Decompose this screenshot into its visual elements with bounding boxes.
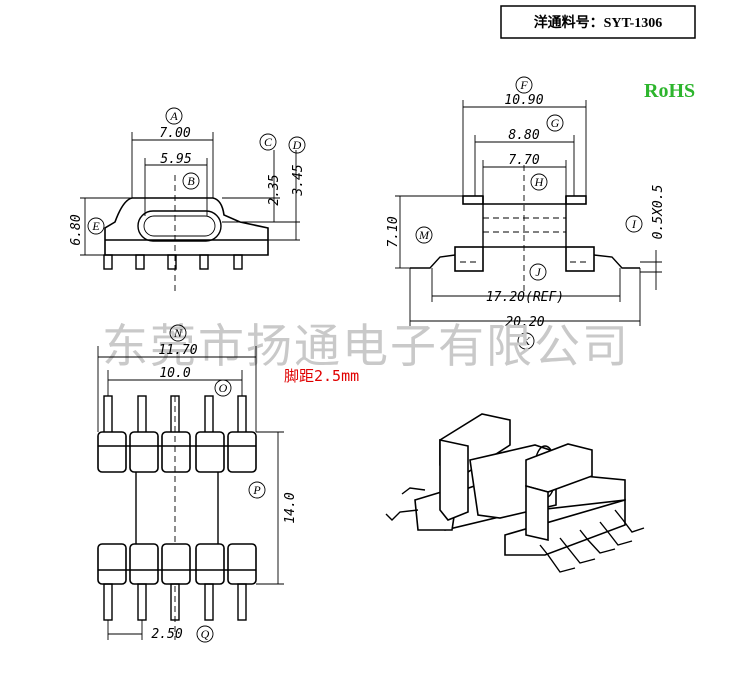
label-f: F	[519, 78, 528, 92]
label-e-circle	[87, 217, 105, 235]
dim-b: 5.95	[160, 152, 191, 167]
label-h-circle	[530, 173, 548, 191]
dim-a: 7.00	[159, 126, 190, 141]
part-number-box	[500, 5, 696, 39]
label-a-circle	[165, 107, 183, 125]
dim-h: 7.70	[508, 153, 539, 168]
dim-k: 20.20	[505, 315, 544, 330]
label-i: I	[631, 217, 637, 231]
label-b-circle	[182, 172, 200, 190]
label-d-circle	[288, 136, 306, 154]
dim-m: 7.10	[386, 216, 401, 247]
label-k: K	[521, 334, 531, 348]
part-number: 洋通料号：SYT-1306	[534, 14, 663, 31]
dim-q: 2.50	[151, 627, 182, 642]
label-m-circle	[415, 226, 433, 244]
label-n-circle	[169, 324, 187, 342]
label-b: B	[187, 174, 195, 188]
dim-n: 11.70	[158, 343, 197, 358]
dim-j: 17.20(REF)	[486, 290, 564, 305]
label-c-circle	[259, 133, 277, 151]
label-f-circle	[515, 76, 533, 94]
label-n: N	[173, 326, 183, 340]
label-q: Q	[201, 627, 210, 641]
label-m: M	[418, 228, 430, 242]
label-o: O	[219, 381, 228, 395]
dim-o: 10.0	[159, 366, 190, 381]
dim-e: 6.80	[69, 214, 84, 245]
label-p-circle	[248, 481, 266, 499]
dim-g: 8.80	[508, 128, 539, 143]
side-view	[395, 100, 662, 326]
label-p: P	[252, 483, 261, 497]
dim-d: 3.45	[291, 164, 306, 196]
label-q-circle	[196, 625, 214, 643]
watermark: 东莞市扬通电子有限公司	[102, 319, 630, 373]
label-i-circle	[625, 215, 643, 233]
front-view	[80, 132, 300, 292]
label-g-circle	[546, 114, 564, 132]
label-c: C	[264, 135, 273, 149]
dim-p: 14.0	[283, 492, 298, 523]
label-k-circle	[517, 332, 535, 350]
dim-f: 10.90	[504, 93, 543, 108]
label-h: H	[534, 175, 545, 189]
dim-c: 2.35	[267, 174, 282, 205]
label-o-circle	[214, 379, 232, 397]
label-j-circle	[529, 263, 547, 281]
dim-i: 0.5X0.5	[651, 184, 666, 239]
isometric-view	[385, 413, 645, 573]
label-e: E	[91, 219, 100, 233]
pin-pitch-note: 脚距2.5mm	[284, 367, 359, 385]
label-g: G	[551, 116, 560, 130]
rohs-mark: RoHS	[644, 80, 695, 102]
label-j: J	[535, 265, 541, 279]
label-a: A	[169, 109, 178, 123]
label-d: D	[292, 138, 302, 152]
bottom-view	[97, 346, 284, 640]
